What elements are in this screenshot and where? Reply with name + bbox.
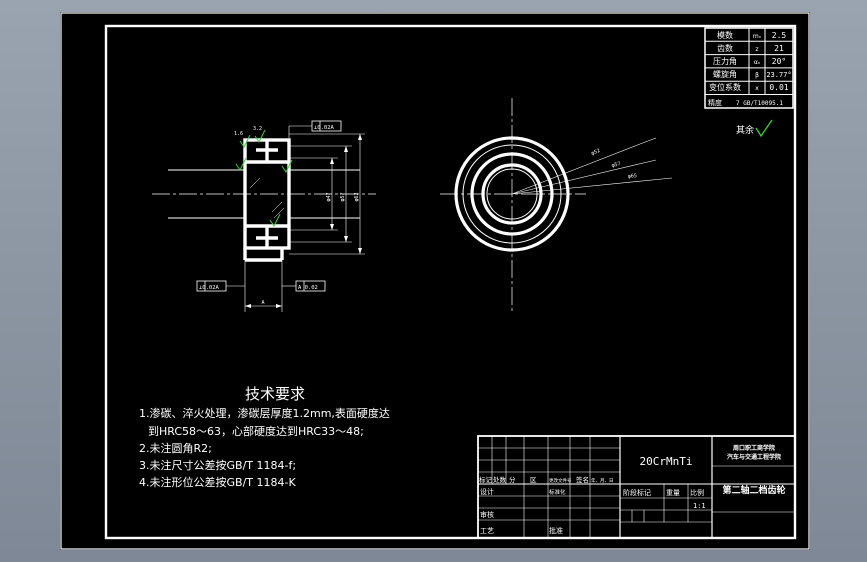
- technical-requirements: 技术要求 1.渗碳、淬火处理，渗碳层厚度1.2mm,表面硬度达 到HRC58～6…: [139, 385, 390, 489]
- param-name-helix-angle: 螺旋角: [713, 69, 737, 79]
- param-value-teeth: 21: [774, 44, 784, 53]
- param-symbol-teeth: z: [755, 46, 758, 53]
- title-school-2: 汽车与交通工程学院: [727, 453, 781, 461]
- tech-item-3: 3.未注尺寸公差按GB/T 1184-f;: [139, 458, 296, 472]
- tb-weight: 重量: [666, 489, 680, 497]
- param-name-teeth: 齿数: [717, 43, 733, 53]
- tech-item-1: 1.渗碳、淬火处理，渗碳层厚度1.2mm,表面硬度达: [139, 406, 390, 420]
- tb-col-sign: 签名: [576, 475, 589, 484]
- title-block: [477, 435, 796, 539]
- tech-item-2: 2.未注圆角R2;: [139, 441, 212, 455]
- roughness-check-icon: [755, 119, 773, 138]
- param-symbol-pressure-angle: αₙ: [754, 59, 761, 66]
- tb-approve: 批准: [549, 526, 563, 535]
- param-symbol-shift-coefficient: x: [755, 85, 759, 92]
- tb-col-change-doc: 更改文件号: [549, 477, 572, 484]
- tech-item-4: 4.未注形位公差按GB/T 1184-K: [139, 475, 296, 489]
- param-symbol-module: mₙ: [753, 33, 762, 40]
- fcf-left: ⊥0.02A: [199, 285, 220, 291]
- front-dim-1: φ52: [591, 148, 602, 157]
- param-name-module: 模数: [717, 30, 733, 40]
- title-material: 20CrMnTi: [640, 455, 693, 468]
- tb-process: 工艺: [480, 527, 494, 535]
- tb-col-mark: 标记: [479, 475, 493, 484]
- inner-frame: [104, 24, 797, 540]
- tb-col-section: 分: [509, 475, 516, 484]
- param-name-shift-coefficient: 变位系数: [709, 82, 741, 92]
- param-symbol-helix-angle: β: [755, 72, 759, 79]
- tb-col-count: 处数: [493, 475, 507, 484]
- front-dim-2: φ57: [611, 161, 621, 169]
- dim-width-datum: A: [261, 300, 264, 306]
- tb-ratio: 比例: [690, 488, 704, 497]
- fcf-right: A 0.02: [298, 285, 318, 291]
- gear-parameter-table: [704, 27, 794, 109]
- drawing-sheet: 模数 mₙ 2.5 齿数 z 21 压力角 αₙ 20° 螺旋角 β 23.77…: [60, 12, 810, 550]
- title-school-1: 周口职工商学院: [733, 444, 775, 452]
- tech-title: 技术要求: [245, 385, 305, 403]
- tb-standard: 标准化: [549, 488, 566, 496]
- param-name-accuracy: 精度: [708, 98, 722, 107]
- drawing-canvas: 模数 mₙ 2.5 齿数 z 21 压力角 αₙ 20° 螺旋角 β 23.77…: [60, 12, 810, 550]
- tb-stage-mark: 阶段标记: [623, 488, 651, 497]
- param-value-shift-coefficient: 0.01: [769, 83, 788, 92]
- fcf-top: ⊥0.02A: [314, 125, 335, 131]
- roughness-label-1: 1.6: [234, 131, 243, 137]
- tech-item-1-cont: 到HRC58～63，心部硬度达到HRC33～48;: [148, 424, 364, 438]
- tb-scale-value: 1:1: [693, 502, 706, 510]
- param-name-pressure-angle: 压力角: [713, 56, 737, 66]
- outer-frame: [60, 12, 810, 550]
- tb-col-zone: 区: [530, 476, 537, 484]
- param-value-pressure-angle: 20°: [772, 57, 786, 66]
- roughness-label-2: 3.2: [253, 126, 262, 132]
- title-drawing-name: 第二轴二档齿轮: [722, 484, 785, 496]
- front-dim-3: φ65: [628, 173, 638, 180]
- param-value-module: 2.5: [772, 31, 787, 40]
- param-value-helix-angle: 23.77°: [766, 71, 791, 79]
- rest-roughness-label: 其余: [736, 124, 754, 136]
- tb-col-date: 年、月、日: [591, 477, 614, 484]
- gear-front-view: φ52 φ57 φ65: [440, 98, 673, 312]
- dim-diameter-3: φ62: [354, 192, 360, 201]
- dim-diameter-1: φ47: [326, 192, 332, 201]
- tb-review: 审核: [480, 510, 494, 519]
- gear-section-view: 1.6 3.2 φ47 φ57 φ62 A ⊥0.02A ⊥0.02A A 0.…: [152, 120, 376, 312]
- tb-design: 设计: [480, 487, 494, 496]
- param-value-accuracy: 7 GB/T10095.1: [736, 100, 783, 107]
- dim-diameter-2: φ57: [340, 192, 346, 201]
